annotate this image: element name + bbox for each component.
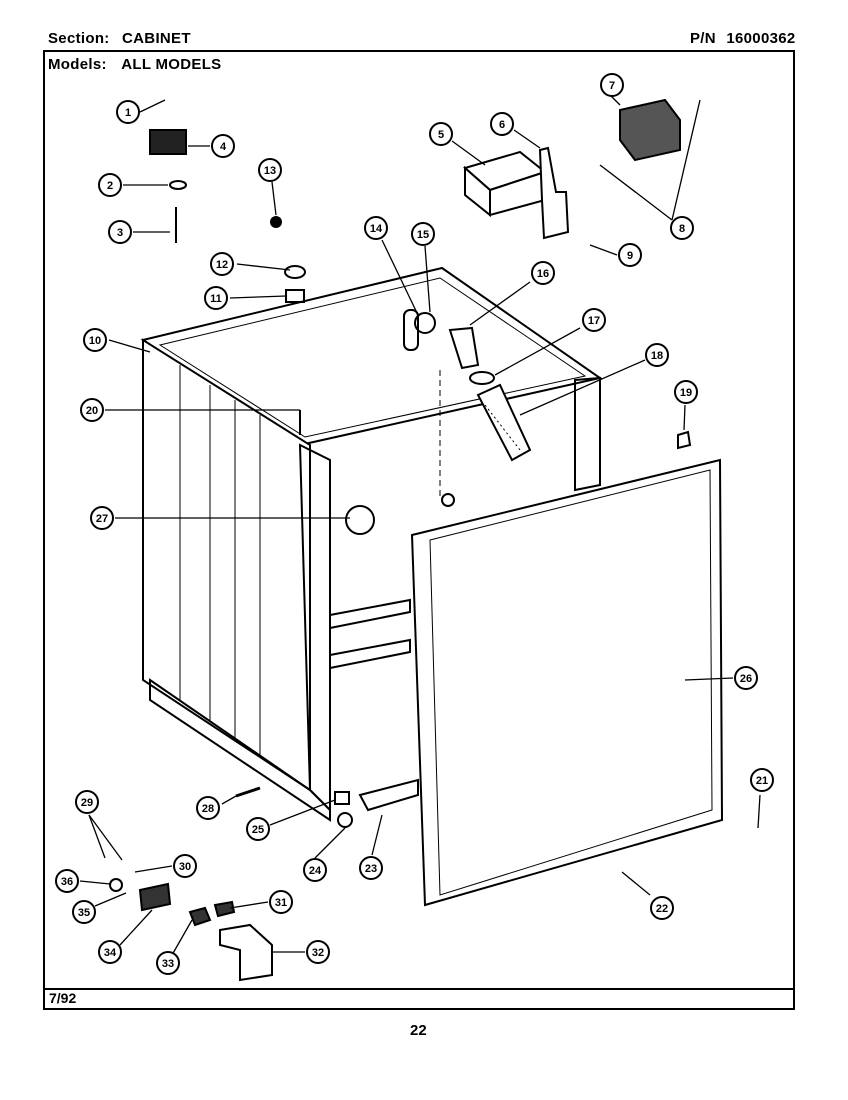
callout-12: 12 [216, 259, 228, 271]
callout-30: 30 [179, 861, 191, 873]
callout-32: 32 [312, 947, 324, 959]
section-value: CABINET [122, 30, 191, 47]
callout-34: 34 [104, 947, 117, 959]
revision-date: 7/92 [49, 990, 77, 1006]
pn-label: P/N [690, 30, 716, 47]
callout-11: 11 [210, 293, 222, 305]
page-number: 22 [410, 1022, 427, 1039]
callout-21: 21 [756, 775, 768, 787]
callout-33: 33 [162, 958, 174, 970]
callout-5: 5 [438, 129, 444, 141]
callout-4: 4 [220, 141, 227, 153]
callout-22: 22 [656, 903, 668, 915]
callout-17: 17 [588, 315, 600, 327]
callout-16: 16 [537, 268, 549, 280]
callout-7: 7 [609, 80, 615, 92]
section-label: Section: [48, 30, 110, 47]
callout-10: 10 [89, 335, 101, 347]
callout-31: 31 [275, 897, 287, 909]
diagram-frame: Models: ALL MODELS 7/92 [43, 50, 795, 1010]
footer-divider [45, 988, 793, 990]
callout-13: 13 [264, 165, 276, 177]
callout-6: 6 [499, 119, 505, 131]
callout-14: 14 [370, 223, 383, 235]
callout-18: 18 [651, 350, 663, 362]
cabinet-side-panel [142, 338, 311, 792]
callout-3: 3 [117, 227, 123, 239]
callout-20: 20 [86, 405, 98, 417]
callout-9: 9 [627, 250, 633, 262]
callout-36: 36 [61, 876, 73, 888]
pn-value: 16000362 [726, 30, 796, 47]
callout-19: 19 [680, 387, 692, 399]
callout-28: 28 [202, 803, 214, 815]
callout-15: 15 [417, 229, 429, 241]
callout-24: 24 [309, 865, 322, 877]
mounting-bracket [219, 923, 273, 982]
callout-27: 27 [96, 513, 108, 525]
callout-35: 35 [78, 907, 90, 919]
callout-29: 29 [81, 797, 93, 809]
callout-25: 25 [252, 824, 264, 836]
models-value: ALL MODELS [121, 56, 222, 73]
callout-1: 1 [125, 107, 131, 119]
models-label: Models: [48, 56, 107, 73]
cabinet-front-panel [410, 458, 724, 907]
callout-8: 8 [679, 223, 685, 235]
callout-23: 23 [365, 863, 377, 875]
callout-2: 2 [107, 180, 113, 192]
callout-26: 26 [740, 673, 752, 685]
